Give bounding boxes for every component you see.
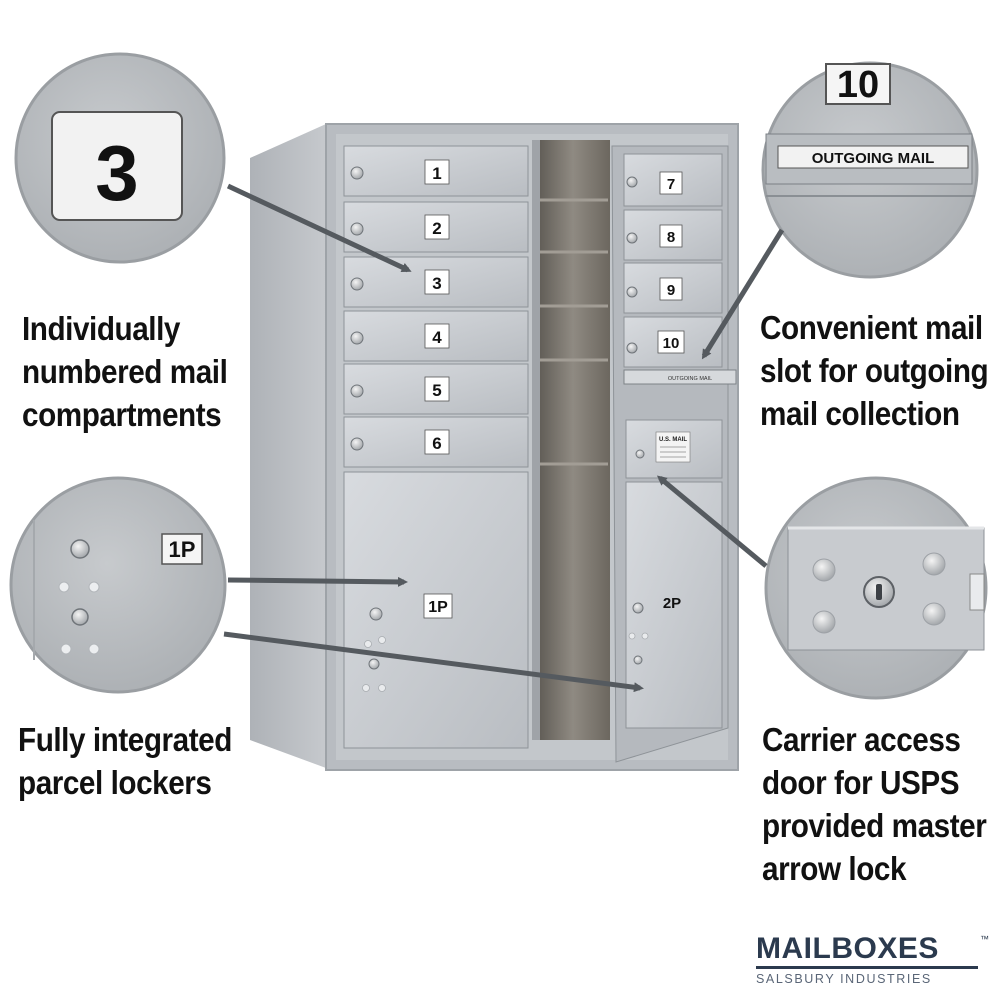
caption-line: parcel lockers — [18, 764, 212, 801]
caption-line: compartments — [22, 396, 222, 433]
caption-line: numbered mail — [22, 353, 228, 390]
arrow-to-compartment — [226, 183, 412, 273]
zoom-number-text: 3 — [95, 129, 138, 217]
caption-outgoing: Convenient mail slot for outgoing mail c… — [760, 306, 989, 435]
caption-carrier: Carrier access door for USPS provided ma… — [762, 718, 987, 890]
trademark-mark: ™ — [980, 934, 989, 944]
number-plates-right — [657, 171, 685, 354]
caption-compartments: Individually numbered mail compartments — [22, 307, 228, 436]
door-number: 4 — [432, 328, 442, 347]
mailbox-unit: 1 2 3 4 5 6 1P — [250, 123, 739, 771]
zoom-outgoing-slot: 10 OUTGOING MAIL — [761, 61, 979, 279]
zoom-slot-number: 10 — [837, 64, 879, 106]
caption-line: mail collection — [760, 395, 960, 432]
caption-line: Convenient mail — [760, 309, 983, 346]
caption-line: arrow lock — [762, 850, 907, 887]
caption-line: slot for outgoing — [760, 352, 989, 389]
door-number: 3 — [432, 274, 441, 293]
door-number: 1 — [432, 164, 441, 183]
cabinet-interior — [536, 140, 610, 740]
door-number: 9 — [667, 282, 675, 299]
usps-decal-text: U.S. MAIL — [659, 437, 687, 443]
zoom-parcel-locks: 1P — [9, 476, 227, 694]
caption-parcel: Fully integrated parcel lockers — [18, 718, 232, 804]
arrow-to-lock — [656, 475, 768, 568]
slot-label: OUTGOING MAIL — [668, 376, 712, 382]
side-panel — [250, 124, 326, 768]
arrow-lock — [635, 449, 645, 459]
brand-tagline: SALSBURY INDUSTRIES — [756, 972, 932, 986]
right-door-column: 7 8 9 10 OUTGOING MAIL U.S. MAIL 2P — [611, 145, 737, 763]
caption-line: door for USPS — [762, 764, 960, 801]
caption-line: Fully integrated — [18, 721, 232, 758]
interior-shelves — [540, 198, 608, 466]
door-4 — [343, 310, 529, 362]
parcel-locks — [368, 607, 383, 670]
door-locks-right — [626, 176, 638, 354]
brand-logo: MAILBOXES SALSBURY INDUSTRIES ™ — [756, 934, 989, 986]
left-door-column: 1 2 3 4 5 6 1P — [343, 145, 529, 749]
parcel-label-plate — [423, 593, 453, 619]
door-number: 10 — [663, 335, 680, 352]
arrow-to-parcel — [227, 576, 408, 587]
arrow-to-carrier-door — [223, 631, 644, 693]
door-number: 5 — [432, 381, 441, 400]
decal-lines — [660, 446, 686, 458]
brand-name: MAILBOXES — [756, 934, 978, 969]
rivets — [362, 636, 386, 692]
door-number: 6 — [432, 434, 441, 453]
zoom-number-3: 3 — [14, 52, 226, 264]
parcel-lock-2p-lower — [633, 655, 643, 665]
zoom-parcel-label: 1P — [169, 537, 196, 562]
caption-line: Carrier access — [762, 721, 961, 758]
arrow-to-slot — [701, 228, 785, 360]
caption-line: Individually — [22, 310, 180, 347]
door-number: 2 — [432, 219, 441, 238]
door-locks-left — [350, 166, 364, 451]
caption-line: provided master — [762, 807, 987, 844]
door-jamb — [532, 140, 540, 740]
parcel-label: 2P — [663, 595, 681, 612]
zoom-arrow-lock — [764, 476, 988, 700]
parcel-lock-2p — [632, 602, 644, 614]
rivets-2p — [628, 632, 649, 640]
callout-arrows — [223, 183, 785, 693]
door-number: 7 — [667, 176, 675, 193]
parcel-label: 1P — [428, 599, 448, 616]
zoom-slot-label: OUTGOING MAIL — [812, 150, 935, 167]
number-plates-left — [424, 159, 450, 455]
door-number: 8 — [667, 229, 675, 246]
outgoing-slot — [623, 369, 737, 385]
